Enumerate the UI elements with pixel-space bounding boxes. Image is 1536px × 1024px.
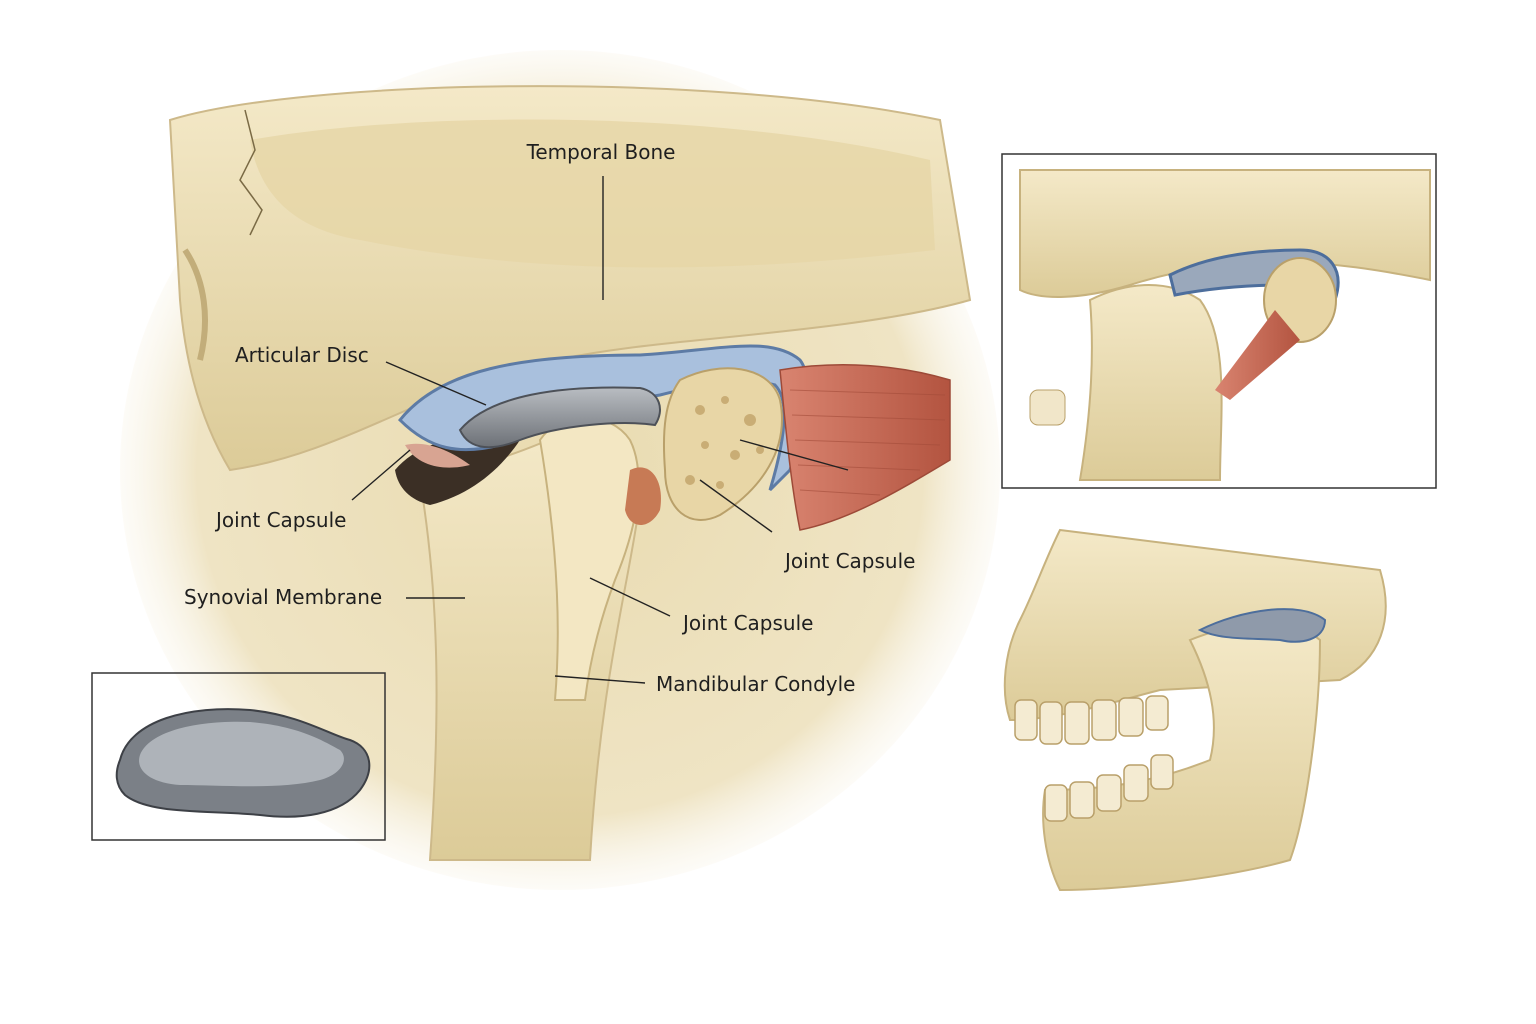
skull-open-jaw-view	[1003, 528, 1387, 892]
articular-disc	[458, 386, 661, 449]
leader-joint-capsule-right-lower	[589, 577, 671, 617]
leader-joint-capsule-left	[351, 449, 411, 501]
main-illustration	[120, 50, 1000, 890]
label-joint-capsule-right-lower: Joint Capsule	[681, 611, 813, 635]
label-temporal-bone: Temporal Bone	[526, 140, 676, 164]
closeup-inset	[1001, 153, 1437, 489]
leader-articular-disc	[385, 361, 487, 406]
mandibular-condyle	[538, 416, 640, 701]
label-mandibular-condyle: Mandibular Condyle	[656, 672, 855, 696]
leader-mandibular-condyle	[554, 675, 646, 684]
disc-inset	[91, 672, 386, 841]
label-joint-capsule-left: Joint Capsule	[214, 508, 346, 532]
label-synovial-membrane: Synovial Membrane	[184, 585, 382, 609]
labels: Temporal Bone Articular Disc Joint Capsu…	[184, 140, 915, 696]
label-articular-disc: Articular Disc	[235, 343, 369, 367]
leader-joint-capsule-right-upper	[739, 439, 849, 471]
leader-joint-capsule-right-upper-2	[699, 479, 773, 533]
label-joint-capsule-right-upper: Joint Capsule	[783, 549, 915, 573]
leader-lines	[351, 176, 849, 684]
